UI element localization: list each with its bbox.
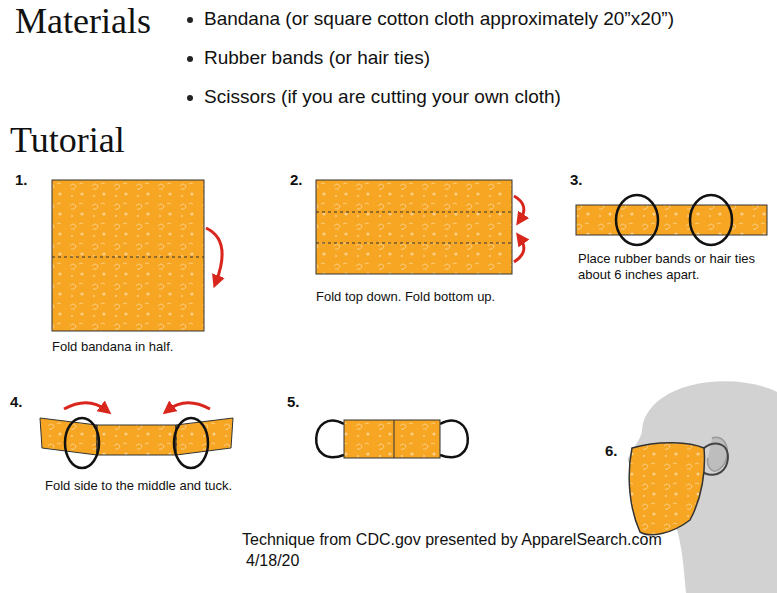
- step-number: 3.: [570, 171, 583, 189]
- step4-fold-sides: [40, 403, 233, 468]
- material-item: Scissors (if you are cutting your own cl…: [204, 86, 561, 109]
- section-heading: Materials: [15, 0, 151, 43]
- credit-caption: Technique from CDC.gov presented by Appa…: [242, 530, 662, 549]
- step-number: 4.: [10, 393, 23, 411]
- step-number: 6.: [605, 442, 618, 460]
- step3-band-with-ties: [576, 195, 767, 245]
- bullet-dot: [187, 95, 193, 101]
- step-instruction: Fold side to the middle and tuck.: [45, 478, 232, 494]
- step-number: 5.: [287, 393, 300, 411]
- date-label: 4/18/20: [246, 551, 299, 570]
- step-number: 2.: [290, 171, 303, 189]
- step-number: 1.: [15, 171, 28, 189]
- step6-head-with-mask: [628, 381, 777, 593]
- step-instruction: Place rubber bands or hair ties about 6 …: [578, 251, 758, 282]
- step-instruction: Fold bandana in half.: [52, 339, 173, 355]
- step2-folded-bandana: [316, 180, 524, 274]
- material-item: Rubber bands (or hair ties): [204, 47, 430, 70]
- bullet-dot: [187, 17, 193, 23]
- section-heading: Tutorial: [10, 119, 125, 162]
- bullet-dot: [187, 56, 193, 62]
- step5-finished-mask: [316, 420, 468, 458]
- step1-bandana: [52, 180, 222, 331]
- material-item: Bandana (or square cotton cloth approxim…: [204, 8, 674, 31]
- step-instruction: Fold top down. Fold bottom up.: [316, 289, 495, 305]
